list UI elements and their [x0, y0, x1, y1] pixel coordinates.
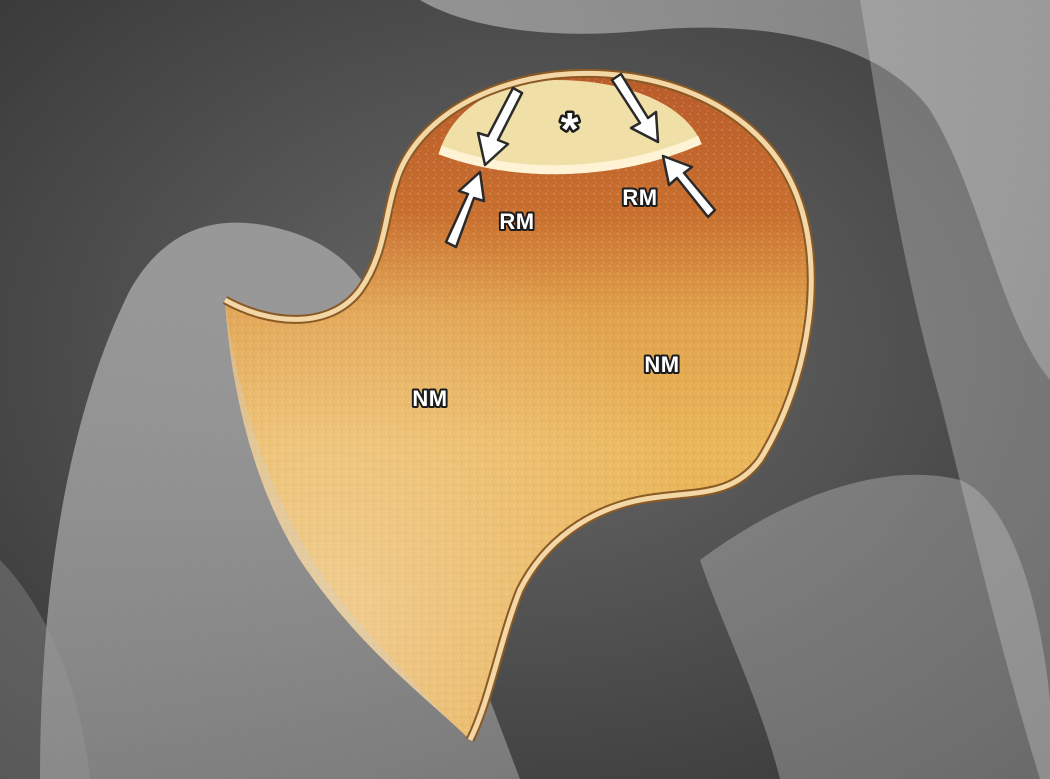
label-rm-right: RM: [622, 185, 657, 210]
label-rm-left: RM: [499, 209, 534, 234]
label-nm-right: NM: [644, 352, 679, 377]
asterisk-icon: *: [561, 103, 579, 155]
label-nm-left: NM: [412, 386, 447, 411]
